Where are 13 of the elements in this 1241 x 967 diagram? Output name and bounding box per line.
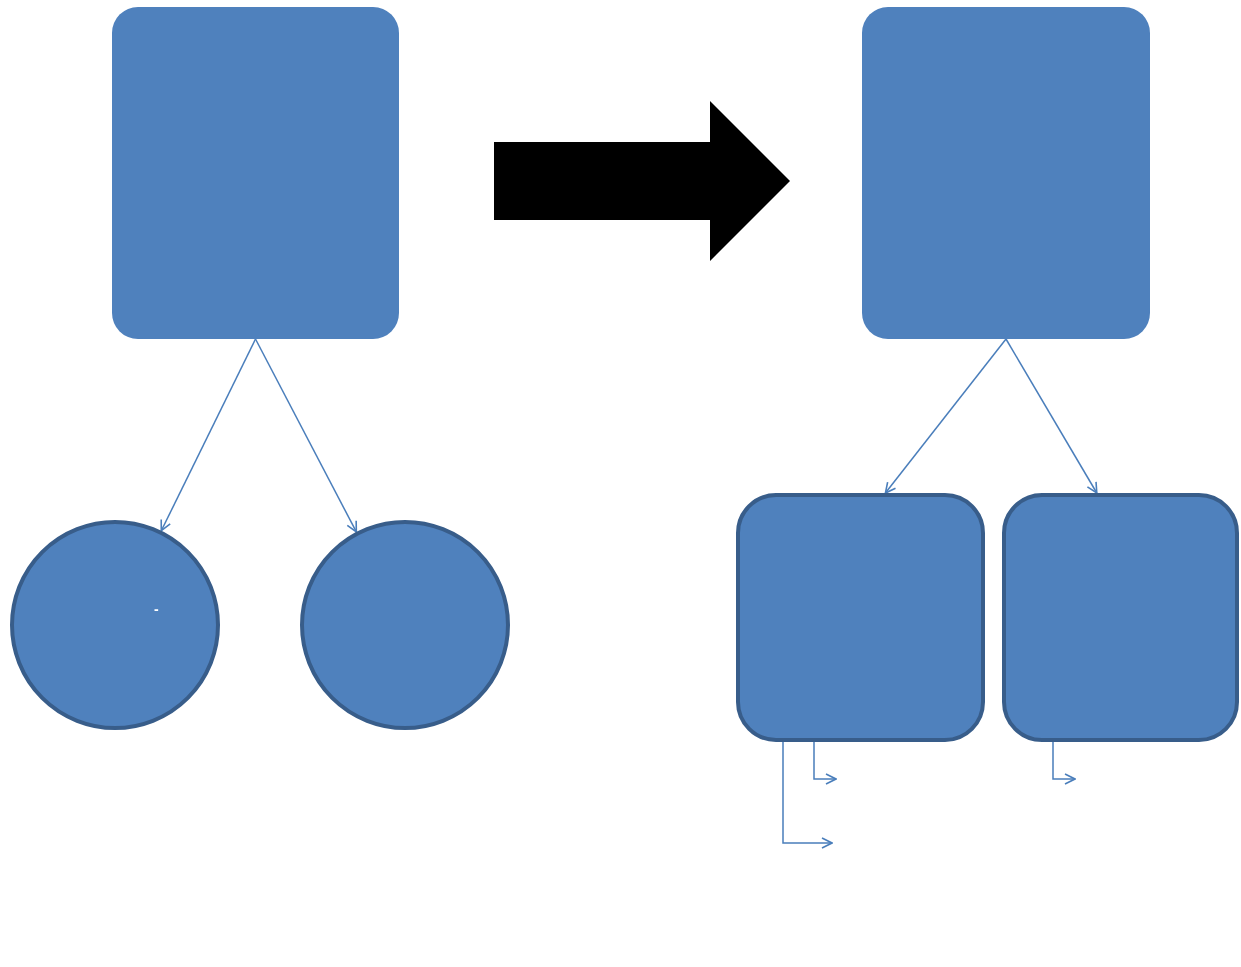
arrow: [1052, 741, 1076, 785]
arrow: [160, 338, 257, 532]
rounded-box: [736, 493, 985, 742]
arrow: [254, 338, 358, 533]
arrow: [884, 338, 1007, 494]
rounded-box: [862, 7, 1150, 339]
arrow: [813, 741, 837, 785]
arrow: [1005, 338, 1098, 494]
node-text: -: [154, 602, 159, 616]
rounded-box: [112, 7, 399, 339]
block-arrow: [494, 101, 790, 261]
arrow: [782, 741, 833, 849]
rounded-box: [1002, 493, 1239, 742]
